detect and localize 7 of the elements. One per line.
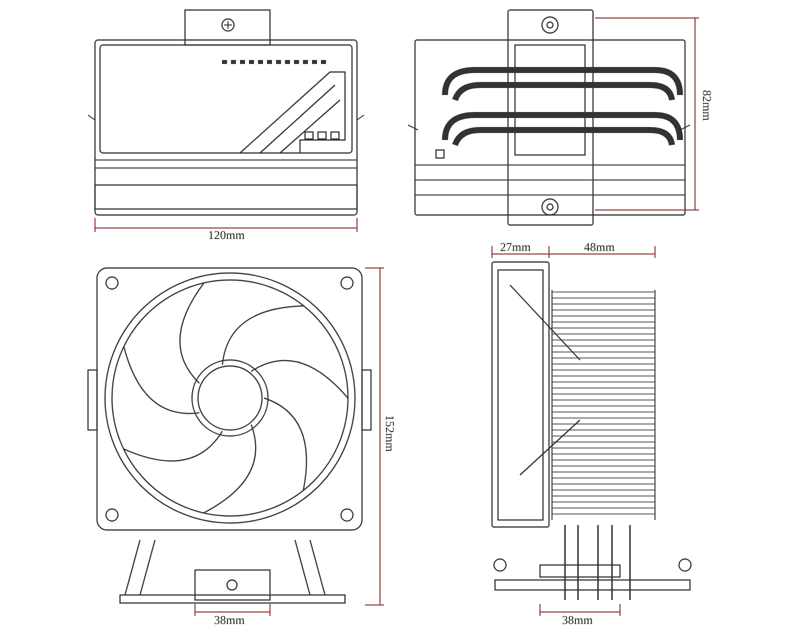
- dimension-label: 27mm: [500, 241, 531, 254]
- dimension-label: 38mm: [214, 614, 245, 627]
- dimension-label: 152mm: [383, 415, 396, 452]
- dimension-label: 48mm: [584, 241, 615, 254]
- dimension-label: 120mm: [208, 229, 245, 242]
- dimension-label: 82mm: [700, 90, 713, 121]
- dimension-label: 38mm: [562, 614, 593, 627]
